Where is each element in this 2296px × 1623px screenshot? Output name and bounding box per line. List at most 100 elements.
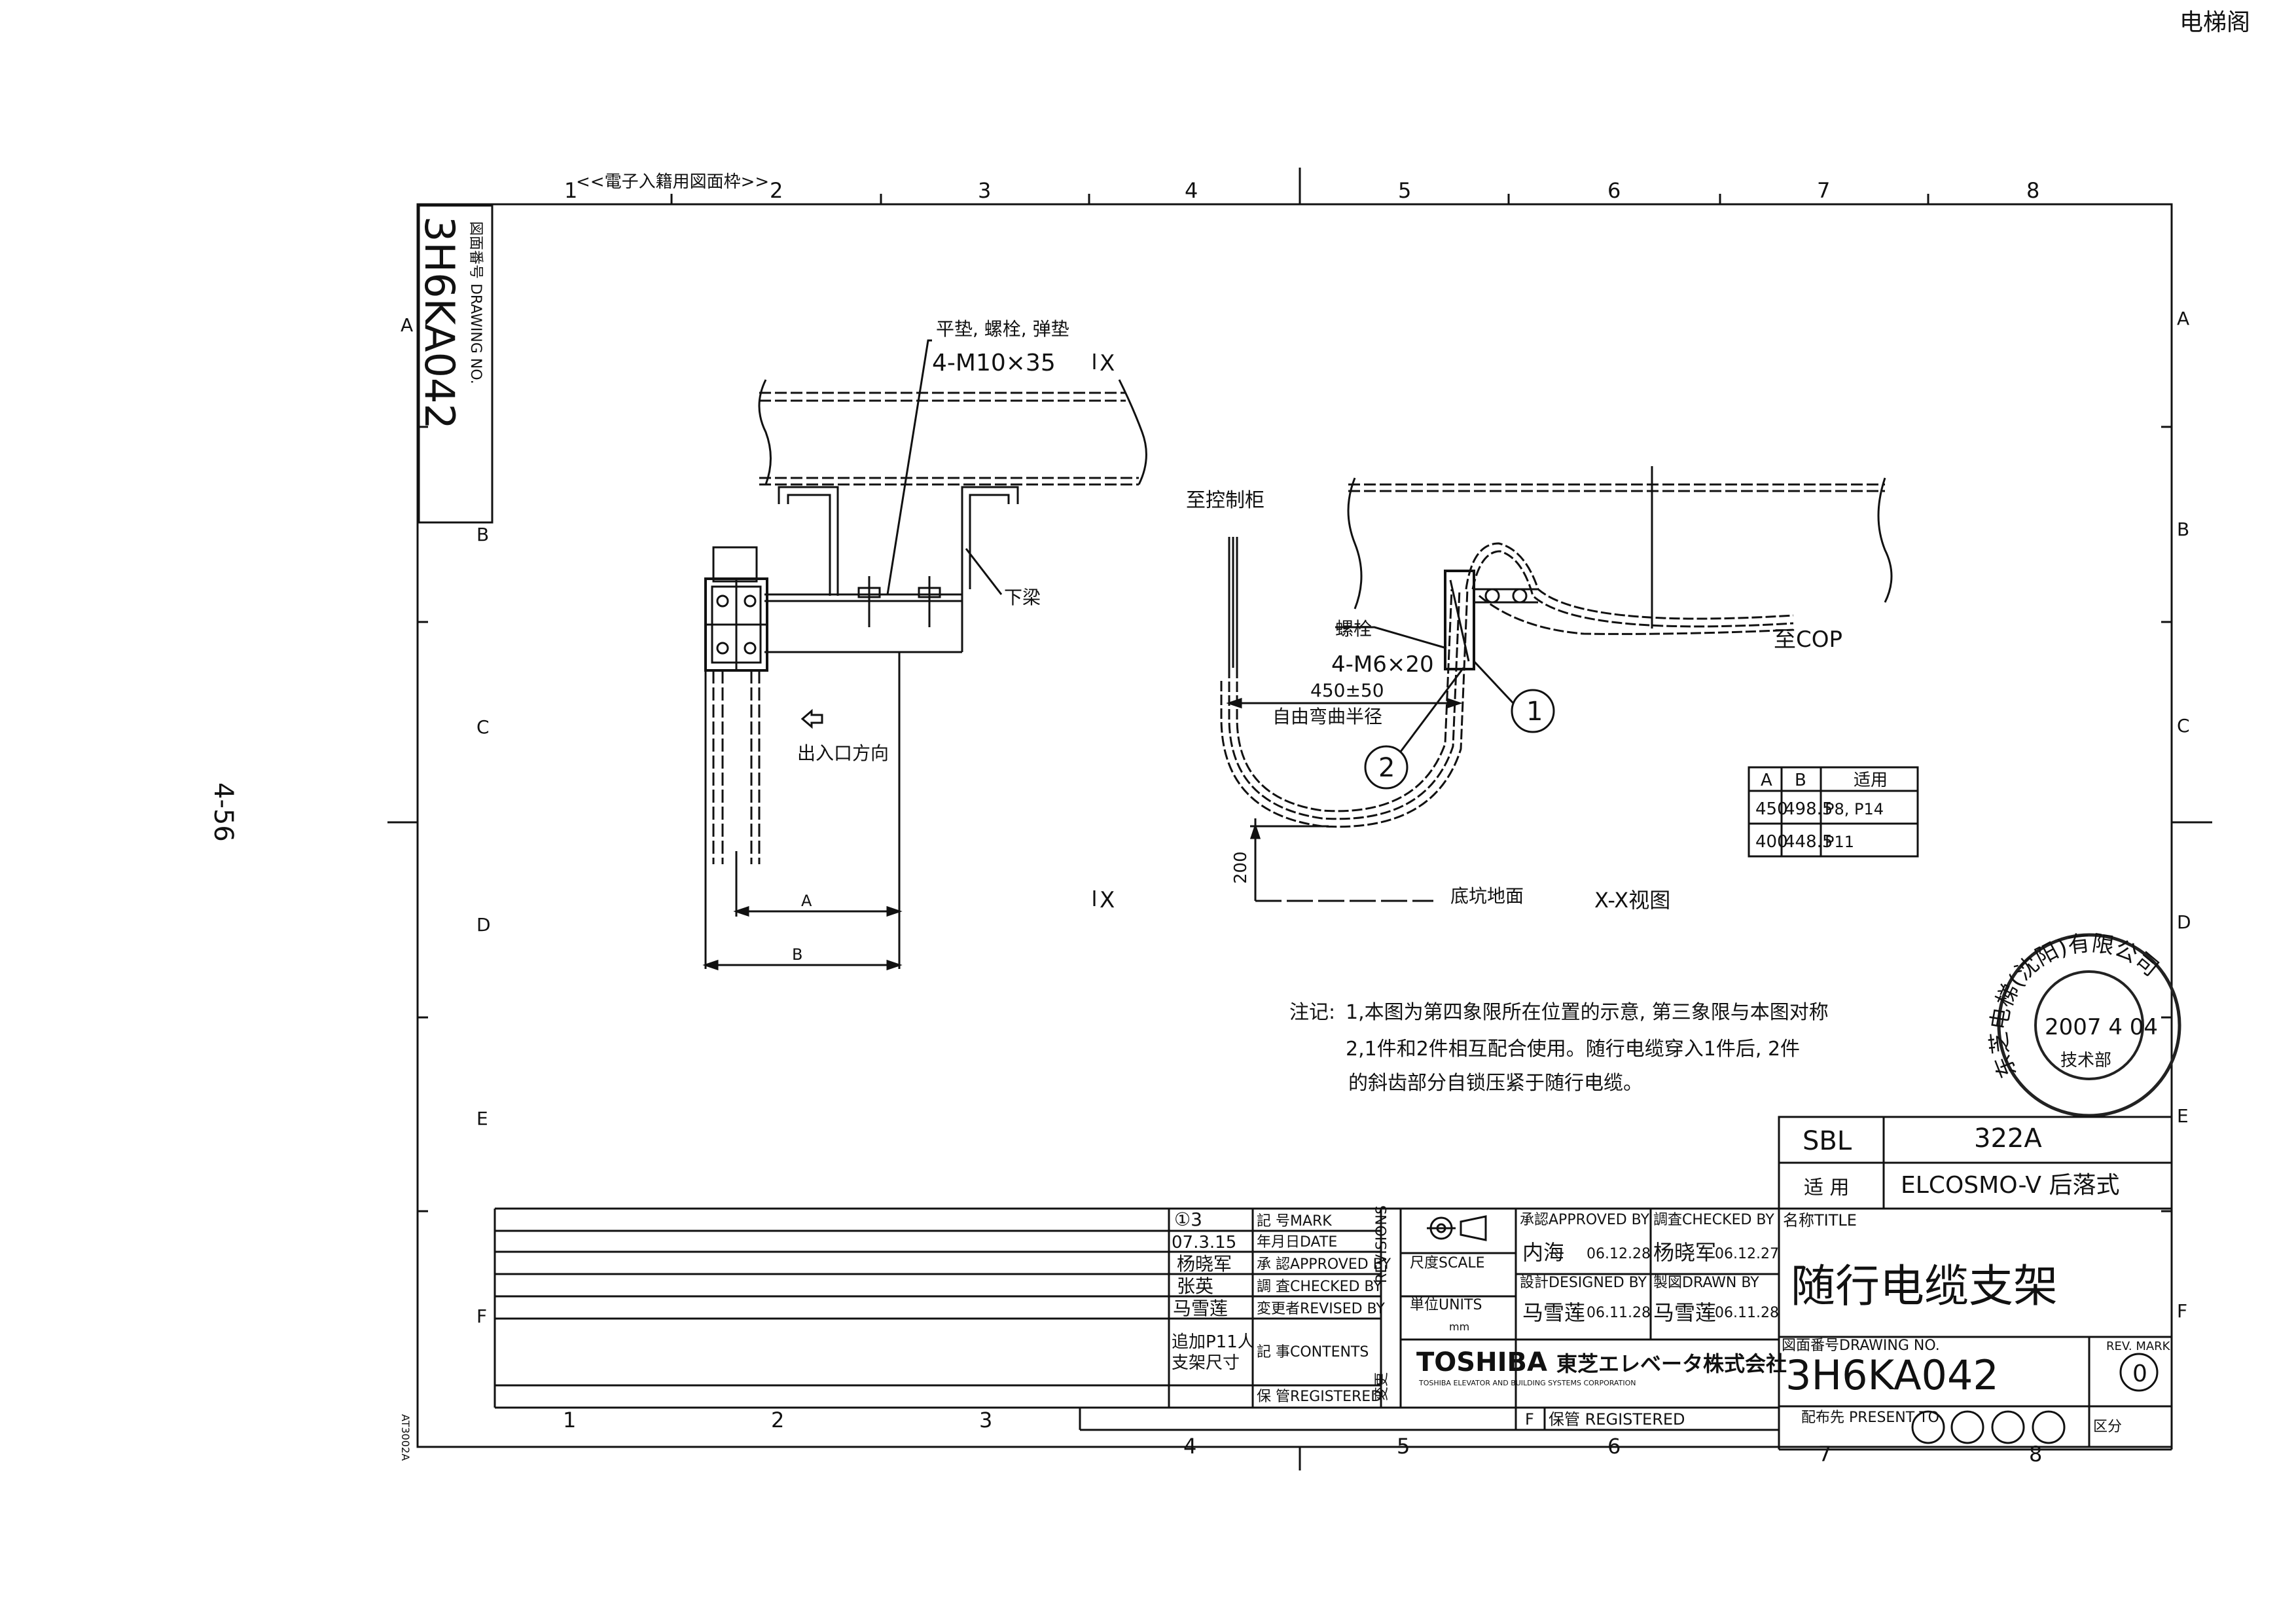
washer-note: 平垫, 螺栓, 弹垫 [936,318,1069,340]
svg-text:1,本图为第四象限所在位置的示意, 第三象限与本图对称: 1,本图为第四象限所在位置的示意, 第三象限与本图对称 [1346,1001,1829,1024]
col-8: 8 [2029,1442,2042,1467]
svg-text:B: B [1795,771,1806,790]
stamp-date: 2007 4 04 [2045,1014,2158,1040]
svg-text:F: F [2177,1300,2187,1322]
title-drawing-no-label: 図面番号DRAWING NO. [1782,1338,1940,1354]
watermark: 电梯阁 [2179,9,2250,36]
drawing-title: 随行电缆支架 [1791,1261,2058,1313]
dim-b: B [792,945,802,964]
drawing-no-box-value: 3H6KA042 [416,216,463,429]
company-en: TOSHIBA ELEVATOR AND BUILDING SYSTEMS CO… [1418,1379,1636,1387]
company-brand: TOSHIBA [1416,1347,1547,1377]
svg-text:B: B [2177,519,2189,540]
rev-date-label: 年月日DATE [1257,1234,1337,1250]
rev-contents-label: 記 事CONTENTS [1257,1344,1369,1360]
rev-approved: 杨晓军 [1177,1253,1232,1275]
rev-checked-label: 調 査CHECKED BY [1257,1279,1382,1295]
checked-name: 杨晓军 [1653,1240,1716,1265]
svg-text:450: 450 [1755,799,1788,819]
company-jp: 東芝エレベータ株式会社 [1556,1351,1787,1376]
col-2: 2 [771,1408,784,1432]
row-letters: A B C D E F A B C D E F [401,308,2191,1327]
rev-contents-1: 追加P11人 [1172,1332,1255,1352]
to-control: 至控制柜 [1186,489,1265,512]
drawn-name: 马雪莲 [1653,1300,1716,1325]
svg-text:适用: 适用 [1854,771,1888,790]
section-mark-bottom: X [1100,887,1115,913]
svg-text:F: F [476,1305,487,1327]
to-cop: 至COP [1774,627,1842,653]
col-3: 3 [979,1408,992,1432]
svg-text:D: D [2177,911,2191,933]
border [416,203,2173,1448]
frame-note: <<電子入籍用図面枠>> [576,172,769,192]
svg-text:P8, P14: P8, P14 [1825,800,1884,818]
svg-text:E: E [476,1108,488,1129]
section-mark-top: X [1100,350,1115,376]
svg-text:498.5: 498.5 [1784,799,1833,819]
dim-a: A [801,892,812,910]
storage-mark: F [1525,1410,1534,1429]
rev-date: 07.3.15 [1172,1233,1236,1252]
left-bolt-spec: 4-M10×35 [932,350,1056,376]
title-drawing-no: 3H6KA042 [1785,1351,1999,1399]
col-numbers-top: 1 2 3 4 5 6 7 8 [564,178,2039,203]
rev-revised: 马雪莲 [1173,1298,1228,1319]
designed-label: 設計DESIGNED BY [1520,1275,1647,1291]
svg-text:的斜齿部分自锁压紧于随行电缆。: 的斜齿部分自锁压紧于随行电缆。 [1348,1072,1643,1095]
apply-value: ELCOSMO-V 后落式 [1901,1172,2119,1199]
svg-text:448.5: 448.5 [1784,832,1833,852]
col-7: 7 [1817,178,1830,203]
drawing-no-box-label: 図面番号 DRAWING NO. [467,221,484,384]
designed-name: 马雪莲 [1522,1300,1585,1325]
col-numbers-bottom: 1 2 3 4 5 6 7 8 [563,1408,2042,1467]
right-bolt-spec: 4-M6×20 [1331,651,1434,678]
present-label: 配布先 PRESENT TO [1801,1410,1939,1426]
col-5: 5 [1398,178,1411,203]
page-number: 4-56 [208,782,238,842]
svg-text:D: D [476,914,491,936]
pit-floor: 底坑地面 [1450,885,1524,907]
checked-date: 06.12.27 [1715,1246,1779,1262]
svg-text:2,1件和2件相互配合使用。随行电缆穿入1件后, 2件: 2,1件和2件相互配合使用。随行电缆穿入1件后, 2件 [1346,1038,1800,1061]
kubun-label: 区分 [2093,1419,2122,1435]
svg-text:B: B [476,524,489,545]
svg-text:400: 400 [1755,832,1788,852]
col-8: 8 [2026,178,2039,203]
stamp-dept: 技术部 [2060,1051,2111,1070]
designed-date: 06.11.28 [1587,1305,1651,1321]
direction-label: 出入口方向 [797,742,889,764]
sbl-value: 322A [1974,1123,2042,1154]
svg-text:A: A [2177,308,2189,329]
svg-text:A: A [401,314,413,336]
rev-label: REV. MARK [2106,1340,2171,1353]
col-7: 7 [1818,1442,1831,1467]
notes: 注记: 1,本图为第四象限所在位置的示意, 第三象限与本图对称 2,1件和2件相… [1289,1001,1829,1095]
rev-approved-label: 承 認APPROVED BY [1257,1256,1391,1273]
rev-mark: ①3 [1174,1209,1202,1230]
scale-label: 尺度SCALE [1410,1255,1485,1271]
company-stamp: 东芝电梯(沈阳)有限公司 2007 4 04 技术部 [1986,930,2181,1118]
svg-text:C: C [2177,715,2190,737]
col-4: 4 [1183,1434,1196,1459]
svg-text:A: A [1761,771,1772,790]
rev-mark-label: 記 号MARK [1257,1213,1332,1230]
approved-label: 承認APPROVED BY [1520,1212,1650,1228]
rev-registered-label: 保 管REGISTERED [1257,1389,1382,1405]
units-value: mm [1449,1321,1469,1333]
rev-value: 0 [2132,1360,2147,1387]
col-6: 6 [1607,1434,1621,1459]
part-2: 2 [1378,753,1395,783]
col-6: 6 [1607,178,1621,203]
col-1: 1 [564,178,577,203]
part-1: 1 [1526,697,1543,727]
right-view [1220,466,1893,902]
dim-table: A B 适用 450 498.5 P8, P14 400 448.5 P11 [1748,766,1919,858]
col-5: 5 [1397,1434,1410,1459]
rev-revised-label: 変更者REVISED BY [1257,1301,1385,1317]
left-view [702,339,1147,971]
view-name: X-X视图 [1594,888,1670,913]
approved-name: 内海 [1522,1240,1564,1265]
sbl-label: SBL [1803,1126,1852,1156]
storage-label: 保管 REGISTERED [1549,1410,1685,1429]
